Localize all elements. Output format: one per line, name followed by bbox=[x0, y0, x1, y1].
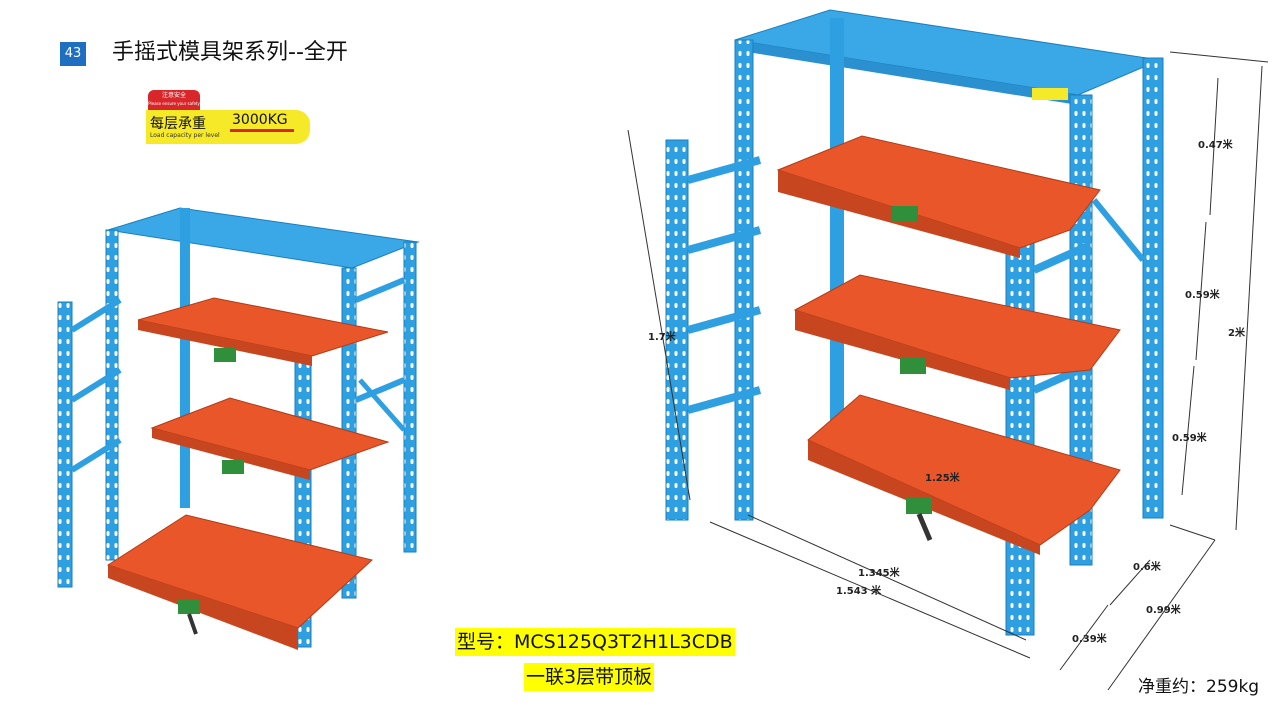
dim-side-height: 1.7米 bbox=[648, 332, 676, 343]
small-rack bbox=[57, 207, 420, 650]
dim-mid-gap-upper: 0.59米 bbox=[1185, 290, 1220, 301]
safety-warning-text: 注意安全 bbox=[161, 92, 186, 99]
product-description: 一联3层带顶板 bbox=[524, 663, 655, 691]
badge-body: 每层承重 3000KG Load capacity per level bbox=[146, 110, 310, 144]
load-capacity-badge: 注意安全 Please ensure your safety 每层承重 3000… bbox=[146, 88, 310, 144]
load-sublabel: Load capacity per level bbox=[150, 132, 220, 139]
dim-shelf-width: 1.25米 bbox=[925, 473, 960, 484]
model-number: 型号：MCS125Q3T2H1L3CDB bbox=[455, 628, 735, 656]
safety-warning-tag: 注意安全 Please ensure your safety bbox=[148, 90, 200, 112]
load-value: 3000KG bbox=[232, 112, 288, 128]
net-weight: 净重约：259kg bbox=[1138, 677, 1260, 697]
dim-depth-total: 0.99米 bbox=[1146, 605, 1181, 616]
dim-depth-a: 0.6米 bbox=[1133, 562, 1161, 573]
dim-total-height: 2米 bbox=[1228, 328, 1245, 339]
dim-inner-length: 1.345米 bbox=[858, 568, 900, 579]
load-label: 每层承重 bbox=[150, 116, 206, 132]
page-title: 手摇式模具架系列--全开 bbox=[112, 40, 348, 65]
dim-outer-length: 1.543 米 bbox=[836, 586, 882, 597]
dim-depth-b: 0.39米 bbox=[1072, 634, 1107, 645]
load-value-underline bbox=[230, 129, 294, 132]
dim-mid-gap-lower: 0.59米 bbox=[1172, 433, 1207, 444]
safety-warning-subtext: Please ensure your safety bbox=[148, 101, 200, 106]
large-rack bbox=[627, 9, 1269, 691]
page-number: 43 bbox=[60, 42, 86, 66]
dim-top-gap: 0.47米 bbox=[1198, 140, 1233, 151]
